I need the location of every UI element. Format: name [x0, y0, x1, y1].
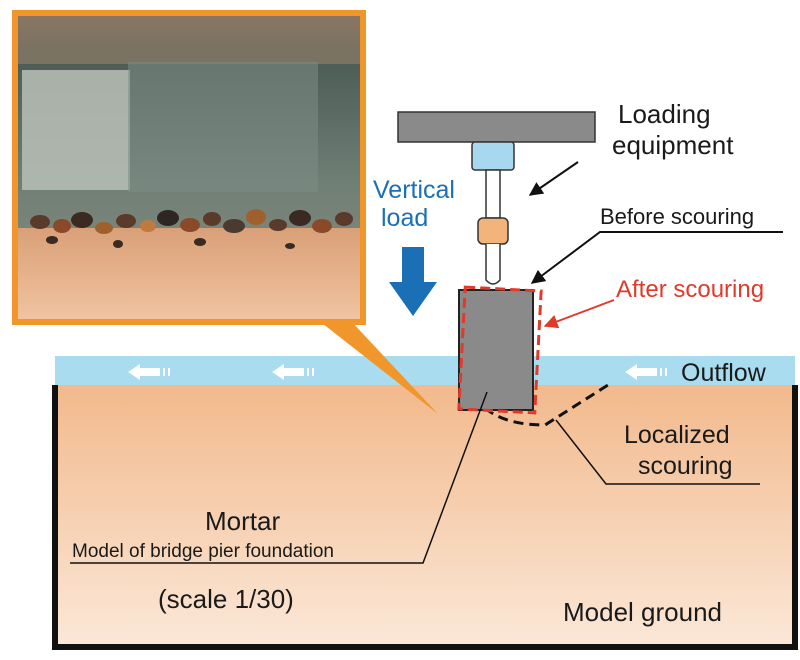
label-outflow: Outflow: [681, 359, 767, 387]
flow-arrow-icon: [128, 364, 170, 380]
label-loading-equipment-line1: Loading: [618, 99, 711, 129]
label-vertical-load-line2: load: [381, 204, 428, 232]
loading-rod-lower: [485, 244, 501, 285]
photo-callout: [318, 320, 438, 414]
rod-bead: [477, 217, 509, 245]
label-pier-model: Model of bridge pier foundation: [72, 541, 334, 562]
model-ground-tank: [52, 385, 798, 650]
leader-before-scouring: [530, 231, 783, 284]
loading-equipment: [397, 111, 596, 285]
label-before-scouring: Before scouring: [600, 204, 754, 229]
label-loading-equipment-line2: equipment: [612, 130, 734, 160]
leader-mortar: [70, 391, 488, 564]
pier-before-scouring: [458, 289, 534, 411]
photo-gravel: [30, 209, 353, 249]
tank-wall: [52, 385, 798, 650]
flow-arrow-icon: [272, 364, 314, 380]
label-localized-scouring-line2: scouring: [638, 452, 733, 480]
label-after-scouring: After scouring: [616, 276, 764, 303]
flow-arrow-icon: [625, 364, 667, 380]
leader-localized-scouring: [555, 419, 760, 485]
photo-inset: [12, 10, 438, 414]
photo-pier-block: [22, 70, 130, 190]
label-vertical-load-line1: Vertical: [373, 176, 455, 204]
photo-pier-shadow: [128, 62, 318, 192]
label-scale: (scale 1/30): [158, 584, 294, 614]
ground-fill: [55, 385, 795, 647]
pier-after-scouring-outline: [457, 285, 543, 415]
load-cell: [471, 141, 515, 171]
leader-loading-equipment: [528, 161, 579, 196]
photo-surface: [18, 16, 360, 64]
loading-plate: [397, 111, 596, 143]
label-model-ground: Model ground: [563, 597, 722, 627]
loading-rod-upper: [485, 169, 501, 219]
leader-after-scouring: [543, 299, 615, 329]
water-layer: [55, 356, 795, 385]
photo-sand: [18, 228, 360, 319]
flow-arrows: [128, 364, 667, 380]
label-localized-scouring-line1: Localized: [624, 421, 730, 449]
vertical-load-arrow-icon: [389, 247, 437, 316]
label-mortar: Mortar: [205, 506, 280, 536]
